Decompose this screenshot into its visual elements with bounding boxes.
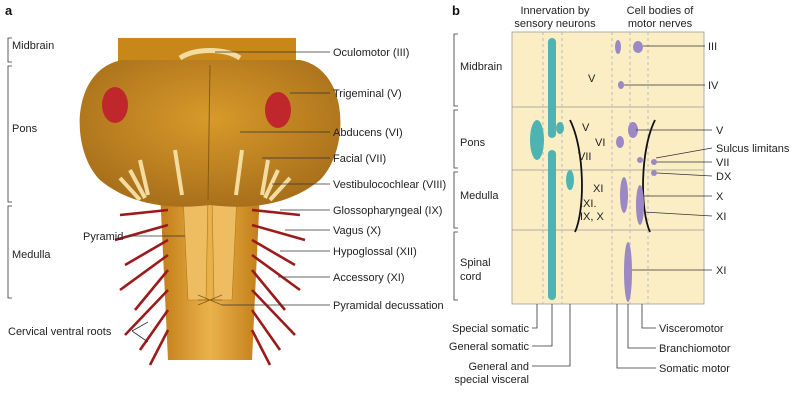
legend-somatic-motor: Somatic motor [659, 363, 730, 375]
inner-label-vii: VII [578, 151, 591, 163]
header-sensory-2: sensory neurons [514, 18, 596, 30]
header-motor-2: motor nerves [628, 18, 693, 30]
ventral-roots [114, 208, 306, 366]
label-vestibulocochlear: Vestibulocochlear (VIII) [333, 179, 446, 191]
right-label-xi-medulla: XI [716, 211, 726, 223]
inner-label-v-mid: V [588, 73, 596, 85]
trigeminal-left [102, 87, 128, 123]
right-label-x: X [716, 191, 724, 203]
right-label-iii: III [708, 41, 717, 53]
region-brackets-b [453, 33, 458, 301]
label-glossopharyngeal: Glossopharyngeal (IX) [333, 205, 442, 217]
medulla-shape [160, 190, 260, 360]
leader-lines-a [215, 51, 330, 306]
brainstem-illustration [79, 38, 341, 366]
label-hypoglossal: Hypoglossal (XII) [333, 246, 417, 258]
region-medulla-a: Medulla [12, 249, 51, 261]
legend-visceral-2: special visceral [454, 374, 529, 386]
label-abducens: Abducens (VI) [333, 127, 403, 139]
region-pons-b: Pons [460, 137, 486, 149]
label-cervical-roots: Cervical ventral roots [8, 326, 112, 338]
right-label-dx: DX [716, 171, 732, 183]
region-spinal-2: cord [460, 271, 481, 283]
bottom-leaders [532, 304, 656, 369]
trigeminal-right [265, 92, 291, 128]
right-label-v: V [716, 125, 724, 137]
right-label-sulcus: Sulcus limitans [716, 143, 790, 155]
oculomotor-nerve [178, 48, 242, 61]
legend-visceral-1: General and [468, 361, 529, 373]
region-medulla-b: Medulla [460, 190, 499, 202]
right-label-iv: IV [708, 80, 719, 92]
region-spinal-1: Spinal [460, 257, 491, 269]
inner-label-ix-x-2: IX, X [580, 211, 605, 223]
label-pyramid: Pyramid [83, 231, 123, 243]
legend-visceromotor: Visceromotor [659, 323, 724, 335]
right-label-xi-spinal: XI [716, 265, 726, 277]
inner-label-xi: XI [593, 183, 603, 195]
inner-label-v-pons: V [582, 122, 590, 134]
header-sensory-1: Innervation by [520, 5, 590, 17]
label-pyramidal-decussation: Pyramidal decussation [333, 300, 444, 312]
pale-nerves [118, 149, 292, 202]
leader-lines-b [624, 45, 713, 271]
header-motor-1: Cell bodies of [627, 5, 695, 17]
inner-label-vi: VI [595, 137, 605, 149]
inner-label-ix-x-1: IXI. [580, 198, 597, 210]
region-midbrain-b: Midbrain [460, 61, 502, 73]
legend-special-somatic: Special somatic [452, 323, 530, 335]
region-midbrain-a: Midbrain [12, 40, 54, 52]
region-brackets-a [7, 37, 12, 299]
right-label-vii: VII [716, 157, 729, 169]
label-facial: Facial (VII) [333, 153, 386, 165]
panel-a-letter: a [5, 3, 13, 18]
label-accessory: Accessory (XI) [333, 272, 405, 284]
label-vagus: Vagus (X) [333, 225, 381, 237]
column-schematic [511, 31, 705, 305]
region-pons-a: Pons [12, 123, 38, 135]
label-oculomotor: Oculomotor (III) [333, 47, 409, 59]
legend-branchiomotor: Branchiomotor [659, 343, 731, 355]
legend-general-somatic: General somatic [449, 341, 530, 353]
panel-b-letter: b [452, 3, 460, 18]
label-trigeminal: Trigeminal (V) [333, 88, 402, 100]
